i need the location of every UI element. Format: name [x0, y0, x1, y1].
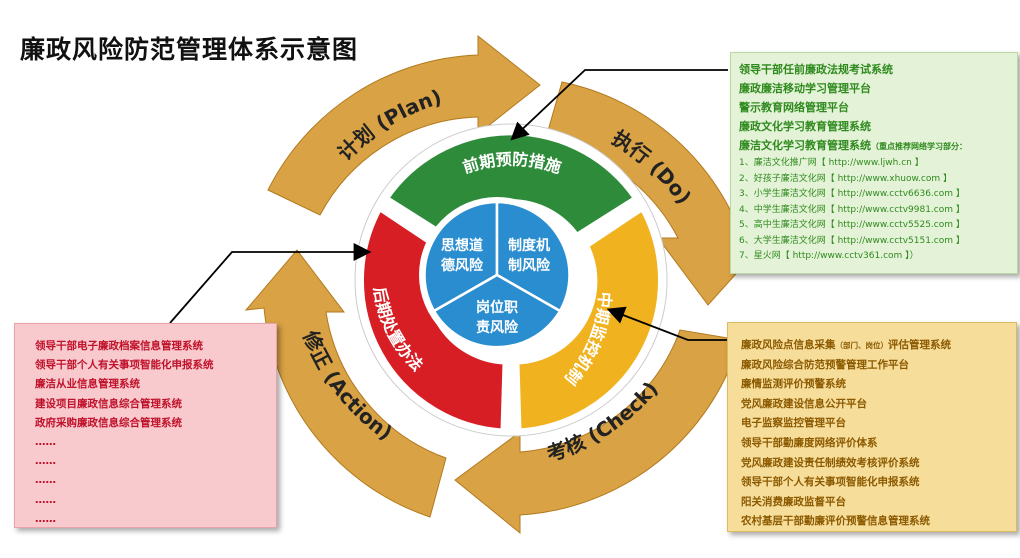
- site-link[interactable]: 2、好孩子廉洁文化网【 http://www.xhuow.com 】: [739, 173, 952, 184]
- list-item: 廉政文化学习教育管理系统: [739, 120, 871, 133]
- site-link[interactable]: 4、中学生廉洁文化网【 http://www.cctv9981.com 】: [739, 204, 965, 215]
- list-item: ……: [35, 512, 56, 525]
- list-item-note: （部门、岗位）: [835, 341, 889, 350]
- list-item: 领导干部勤廉度网络评价体系: [741, 436, 878, 449]
- list-item: 政府采购廉政信息综合管理系统: [35, 416, 182, 429]
- site-link[interactable]: 3、小学生廉洁文化网【 http://www.cctv6636.com 】: [739, 189, 965, 199]
- list-item: 廉洁文化学习教育管理系统（重点推荐网络学习部分：: [739, 136, 1009, 156]
- green-info-box: 领导干部任前廉政法规考试系统 廉政廉洁移动学习管理平台 警示教育网络管理平台 廉…: [730, 52, 1018, 274]
- core-bottom: [432, 273, 562, 349]
- connector-yellow: [606, 306, 727, 341]
- list-item-text: 评估管理系统: [888, 339, 951, 351]
- site-link[interactable]: 7、星火网【 http://www.cctv361.com 】）: [739, 251, 919, 261]
- connector-pink: [169, 243, 372, 324]
- arrow-action: [244, 249, 447, 518]
- core-left: [423, 200, 499, 313]
- list-item: ……: [35, 474, 56, 487]
- list-item: 廉政风险点信息采集（部门、岗位）评估管理系统: [741, 336, 1016, 356]
- arrow-plan: [267, 34, 541, 216]
- core-right: [495, 200, 571, 313]
- list-item: 廉情监测评价预警系统: [741, 378, 846, 391]
- core-left-l1: 思想道: [441, 237, 483, 254]
- list-item: 农村基层干部勤廉评价预警信息管理系统: [741, 515, 930, 528]
- list-item-note: （重点推荐网络学习部分：: [871, 142, 967, 151]
- list-item: 廉政风险综合防范预警管理工作平台: [741, 358, 909, 371]
- list-item: ……: [35, 493, 56, 506]
- list-item: 警示教育网络管理平台: [739, 101, 849, 114]
- list-item: 领导干部电子廉政档案信息管理系统: [35, 340, 203, 352]
- connector-green: [510, 69, 728, 141]
- core-left-l2: 德风险: [441, 257, 484, 274]
- site-link[interactable]: 1、廉洁文化推广网【 http://www.ljwh.cn 】: [739, 158, 924, 168]
- list-item: 廉政廉洁移动学习管理平台: [739, 82, 871, 95]
- list-item: 领导干部个人有关事项智能化申报系统: [741, 476, 920, 489]
- core-right-l2: 制风险: [508, 257, 551, 274]
- list-item-text: 廉洁文化学习教育管理系统: [739, 139, 871, 152]
- list-item: 领导干部任前廉政法规考试系统: [739, 63, 893, 76]
- arrow-check: [454, 329, 741, 535]
- list-item: 党风廉政建设信息公开平台: [741, 397, 867, 410]
- ring-left-red: [361, 207, 506, 432]
- list-item: 领导干部个人有关事项智能化申报系统: [35, 359, 214, 372]
- site-link[interactable]: 5、高中生廉洁文化网【 http://www.cctv5525.com 】: [739, 220, 965, 230]
- page-title: 廉政风险防范管理体系示意图: [20, 35, 359, 64]
- list-item: 阳关消费廉政监督平台: [741, 495, 846, 508]
- cycle-arrows: [244, 34, 764, 535]
- list-item-text: 廉政风险点信息采集: [741, 339, 836, 351]
- list-item: ……: [35, 455, 56, 468]
- core-right-l1: 制度机: [508, 237, 550, 254]
- list-item: 党风廉政建设责任制绩效考核评价系统: [741, 456, 920, 469]
- core-bottom-l2: 责风险: [476, 319, 519, 336]
- site-link[interactable]: 6、大学生廉洁文化网【 http://www.cctv5151.com 】: [739, 235, 965, 246]
- ring-right-yellow: [516, 207, 661, 432]
- list-item: ……: [35, 436, 56, 449]
- list-item: 建设项目廉政信息综合管理系统: [35, 397, 182, 410]
- yellow-info-box: 廉政风险点信息采集（部门、岗位）评估管理系统 廉政风险综合防范预警管理工作平台 …: [727, 322, 1017, 532]
- core-bottom-l1: 岗位职: [476, 299, 518, 316]
- list-item: 廉洁从业信息管理系统: [35, 378, 140, 391]
- list-item: 电子监察监控管理平台: [741, 417, 846, 430]
- pink-info-box: 领导干部电子廉政档案信息管理系统 领导干部个人有关事项智能化申报系统 廉洁从业信…: [14, 323, 277, 528]
